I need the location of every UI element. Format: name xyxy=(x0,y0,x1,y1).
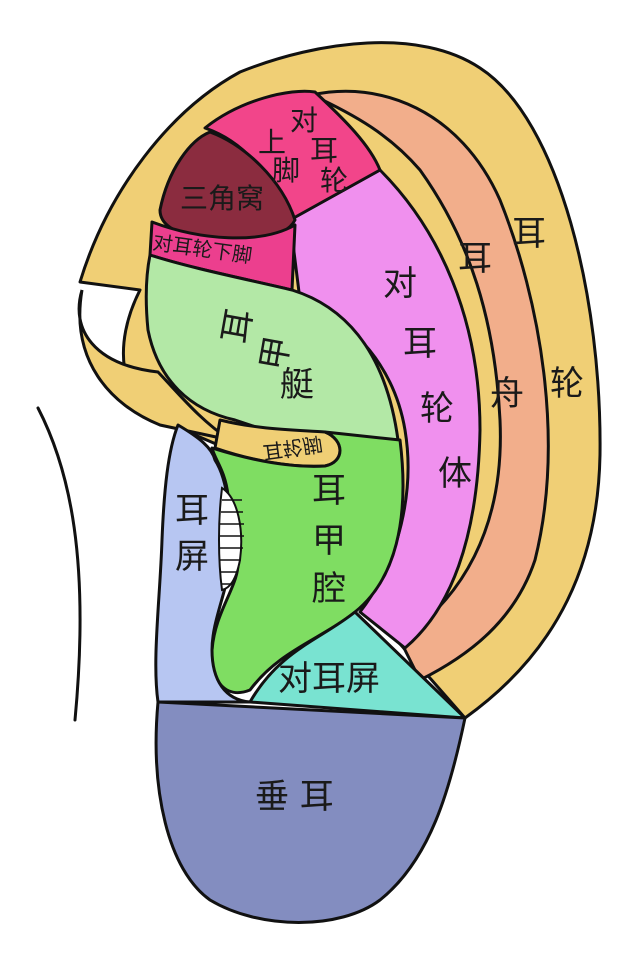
face-contour-line xyxy=(36,406,82,722)
label-scapha-1: 耳 xyxy=(458,239,492,279)
ear-canal-hatching xyxy=(218,486,244,592)
label-lobule: 垂 耳 xyxy=(255,777,334,817)
label-cymba-1: 耳 xyxy=(215,306,260,346)
region-lobule xyxy=(154,700,467,924)
label-superior-crus-2: 对 xyxy=(290,104,318,137)
region-scapha xyxy=(310,89,550,682)
label-superior-crus-4: 脚 xyxy=(272,154,300,187)
label-cavum-1: 耳 xyxy=(312,471,346,511)
region-cymba-conchae xyxy=(144,253,400,444)
label-antihelix-1: 对 xyxy=(383,264,417,304)
region-helix-lower-left xyxy=(77,289,231,442)
label-helix-1: 耳 xyxy=(512,214,546,254)
label-helix-2: 轮 xyxy=(550,364,584,404)
label-superior-crus-3: 耳 xyxy=(310,134,338,167)
label-antihelix-2: 耳 xyxy=(403,324,437,364)
label-cymba-3: 艇 xyxy=(280,365,314,405)
label-antihelix-3: 轮 xyxy=(420,389,454,429)
label-superior-crus-1: 上 xyxy=(258,126,286,159)
region-antitragus xyxy=(248,610,467,720)
label-cymba-2: 甲 xyxy=(253,333,298,373)
label-cavum-2: 甲 xyxy=(312,521,346,561)
label-antitragus: 对耳屏 xyxy=(278,659,380,699)
label-tragus-1: 耳 xyxy=(175,491,209,531)
label-scapha-2: 舟 xyxy=(490,374,524,414)
label-tragus-2: 屏 xyxy=(175,537,209,577)
label-triangular-fossa: 三角窝 xyxy=(180,182,264,215)
label-superior-crus-5: 轮 xyxy=(320,164,348,197)
region-antihelix-body xyxy=(288,168,482,650)
label-cavum-3: 腔 xyxy=(312,569,346,609)
label-antihelix-4: 体 xyxy=(438,454,472,494)
